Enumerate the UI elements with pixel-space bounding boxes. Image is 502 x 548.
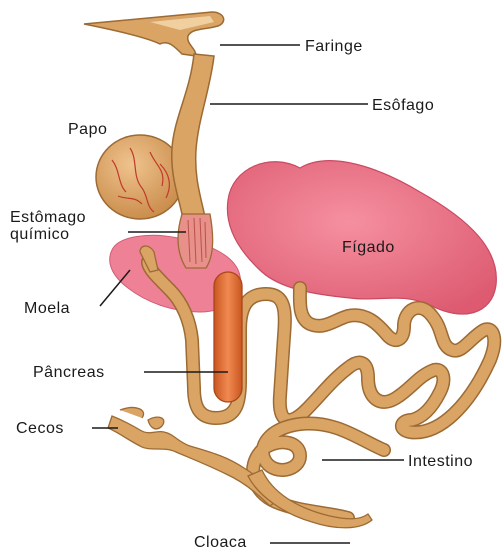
- crop-organ: [96, 135, 184, 219]
- cloaca-structure: [248, 470, 372, 528]
- label-estomago-line2: químico: [10, 226, 70, 243]
- label-esofago: Esôfago: [372, 97, 434, 114]
- label-figado: Fígado: [342, 239, 395, 256]
- label-pancreas: Pâncreas: [33, 364, 105, 381]
- label-moela: Moela: [24, 300, 70, 317]
- label-cecos: Cecos: [16, 420, 64, 437]
- label-intestino: Intestino: [408, 453, 473, 470]
- pancreas-organ: [214, 272, 242, 402]
- label-faringe: Faringe: [305, 38, 363, 55]
- label-papo: Papo: [68, 121, 107, 138]
- label-cloaca: Cloaca: [194, 534, 247, 548]
- chemical-stomach-organ: [178, 214, 213, 268]
- label-estomago-line1: Estômago: [10, 209, 86, 226]
- esophagus-tube: [172, 54, 214, 224]
